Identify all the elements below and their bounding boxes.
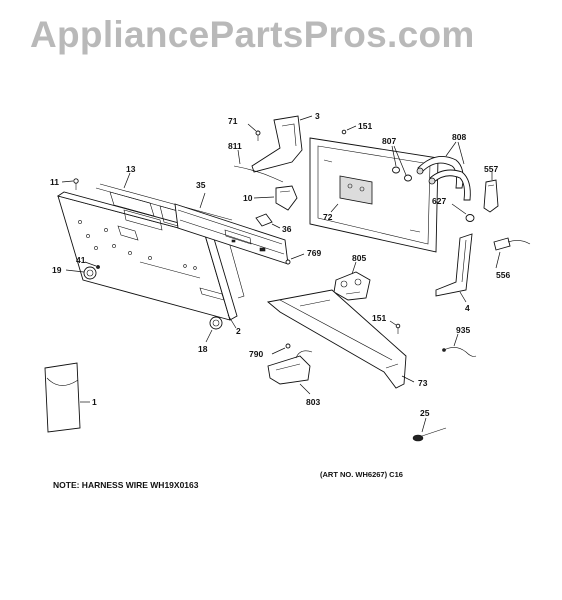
part-935-wire: 935 [442,325,477,357]
callout-18: 18 [198,344,208,354]
callout-41: 41 [76,255,86,265]
part-13-panel-frame: 13 [123,164,136,189]
part-790-screw: 790 [249,343,291,359]
callout-808: 808 [452,132,466,142]
callout-805: 805 [352,253,366,263]
part-10-switch: 10 [243,185,298,211]
callout-627: 627 [432,196,446,206]
callout-935: 935 [456,325,470,335]
watermark-text: AppliancePartsPros.com [30,14,475,55]
callout-556: 556 [496,270,510,280]
callout-2: 2 [236,326,241,336]
part-151-screw-top: 151 [341,121,372,135]
part-19-knob: 19 [52,265,97,280]
part-805-water-valve: 805 [333,253,371,301]
part-151-screw-bottom: 151 [372,313,401,334]
callout-807: 807 [382,136,396,146]
callout-557: 557 [484,164,498,174]
part-73-rail: 73 [266,289,428,389]
part-41-knob-insert: 41 [76,255,100,269]
harness-note: NOTE: HARNESS WIRE WH19X0163 [53,480,199,490]
callout-803: 803 [306,397,320,407]
callout-151-top: 151 [358,121,372,131]
art-number-label: (ART NO. WH6267) C16 [320,470,403,479]
callout-4: 4 [465,303,470,313]
part-4-end-cap: 4 [435,233,473,313]
part-3-end-cap: 3 [251,111,320,173]
callout-769: 769 [307,248,321,258]
part-11-screw: 11 [50,177,79,190]
part-769-clip: 769 [285,248,321,265]
callout-10: 10 [243,193,253,203]
part-556-connector: 556 [493,237,531,280]
callout-72: 72 [323,212,333,222]
part-808-hose: 808 [416,132,471,201]
part-2-control-panel: 2 [56,183,245,336]
part-18-knob: 18 [198,316,223,354]
callout-1: 1 [92,397,97,407]
part-811-wire: 811 [228,141,284,183]
callout-11: 11 [50,177,59,187]
callout-25: 25 [420,408,430,418]
part-807-grommet: 807 [382,136,412,182]
part-803-pressure-switch: 803 [267,350,320,407]
part-1-literature-bag: 1 [44,362,97,433]
callout-151-bottom: 151 [372,313,386,323]
callout-71: 71 [228,116,238,126]
callout-73: 73 [418,378,428,388]
part-25-power-cord: 25 [412,408,447,442]
part-71-screw: 71 [228,116,261,141]
callout-790: 790 [249,349,263,359]
part-557-sensor: 557 [483,164,499,213]
callout-36: 36 [282,224,292,234]
callout-13: 13 [126,164,136,174]
part-72-backsplash: 72 [309,137,439,253]
callout-3: 3 [315,111,320,121]
part-36-bracket: 36 [255,213,292,234]
callout-19: 19 [52,265,62,275]
callout-811: 811 [228,141,242,151]
part-627-grommet: 627 [432,196,475,222]
callout-35: 35 [196,180,206,190]
